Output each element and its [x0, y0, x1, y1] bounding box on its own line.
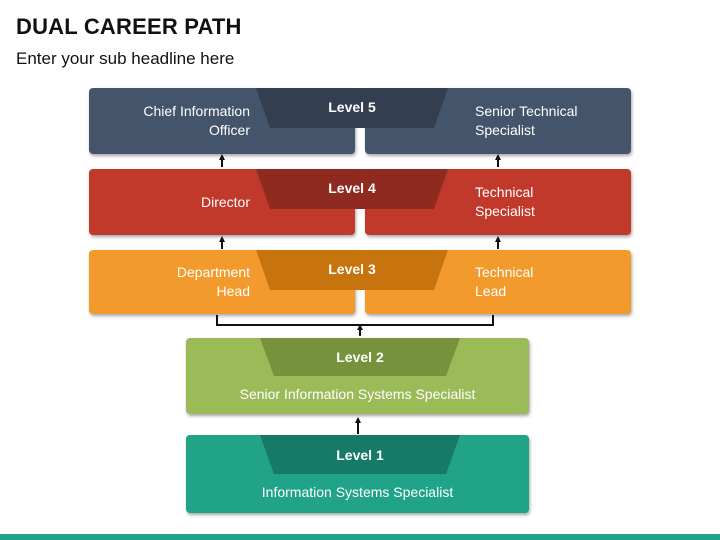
bottom-accent-bar [0, 534, 720, 540]
level4-tab-label: Level 4 [328, 180, 376, 196]
level3-right-label: Technical Lead [475, 264, 534, 299]
fork-level2-to-level3 [216, 315, 494, 336]
level2-tab: Level 2 [260, 338, 460, 376]
level3-tab: Level 3 [256, 250, 448, 290]
level2-label: Senior Information Systems Specialist [239, 385, 476, 402]
level5-right-label: Senior Technical Specialist [475, 103, 578, 138]
level3-tab-label: Level 3 [328, 261, 376, 277]
level1-tab-label: Level 1 [336, 446, 384, 463]
level1-tab: Level 1 [260, 435, 460, 474]
level5-tab: Level 5 [256, 88, 448, 128]
level5-left-label: Chief Information Officer [143, 103, 250, 138]
level3-left-label: Department Head [176, 264, 250, 299]
level4-right-label: Technical Specialist [475, 184, 535, 219]
level2-tab-label: Level 2 [336, 349, 384, 365]
level4-left-label: Director [200, 193, 250, 210]
page-title: DUAL CAREER PATH [16, 14, 242, 39]
level5-tab-label: Level 5 [328, 99, 376, 115]
page-subtitle: Enter your sub headline here [16, 49, 235, 68]
level1-label: Information Systems Specialist [261, 483, 454, 500]
level4-tab: Level 4 [256, 169, 448, 209]
